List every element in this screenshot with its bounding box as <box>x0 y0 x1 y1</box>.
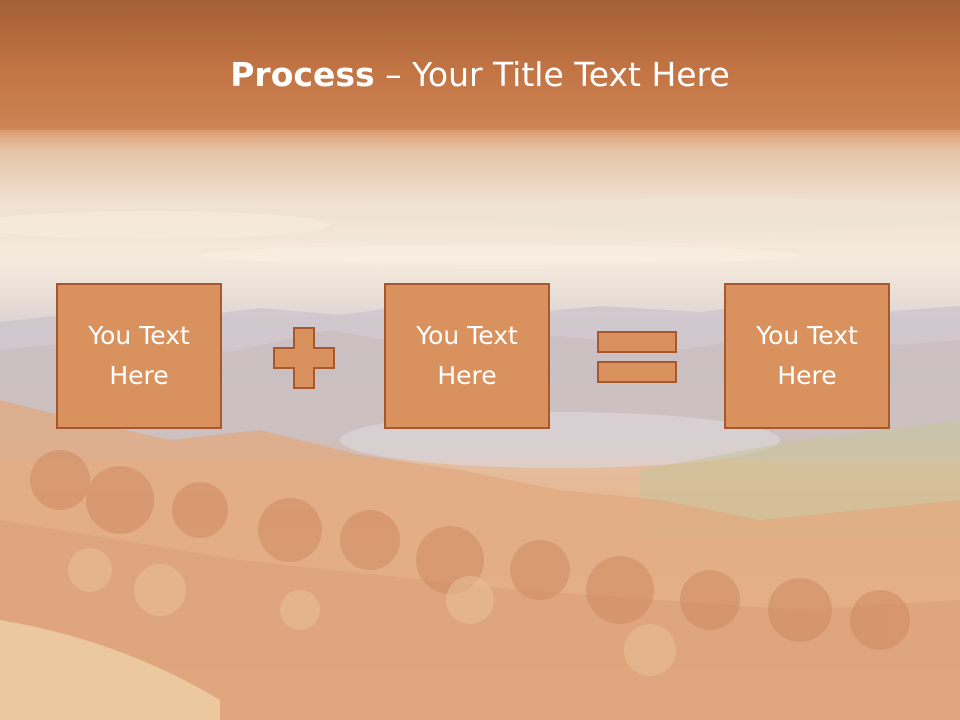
title-bold: Process <box>230 55 375 94</box>
equals-icon <box>597 331 677 383</box>
box-text-line2: Here <box>437 361 497 390</box>
box-text-line2: Here <box>777 361 837 390</box>
title-rest: – Your Title Text Here <box>385 55 730 94</box>
process-box-3[interactable]: You Text Here <box>724 283 890 429</box>
process-box-2[interactable]: You Text Here <box>384 283 550 429</box>
box-text-line1: You Text <box>416 321 518 350</box>
plus-icon <box>273 327 335 389</box>
box-text-line1: You Text <box>88 321 190 350</box>
box-text-line1: You Text <box>756 321 858 350</box>
slide-title: Process – Your Title Text Here <box>0 50 960 100</box>
box-text-line2: Here <box>109 361 169 390</box>
process-box-1[interactable]: You Text Here <box>56 283 222 429</box>
